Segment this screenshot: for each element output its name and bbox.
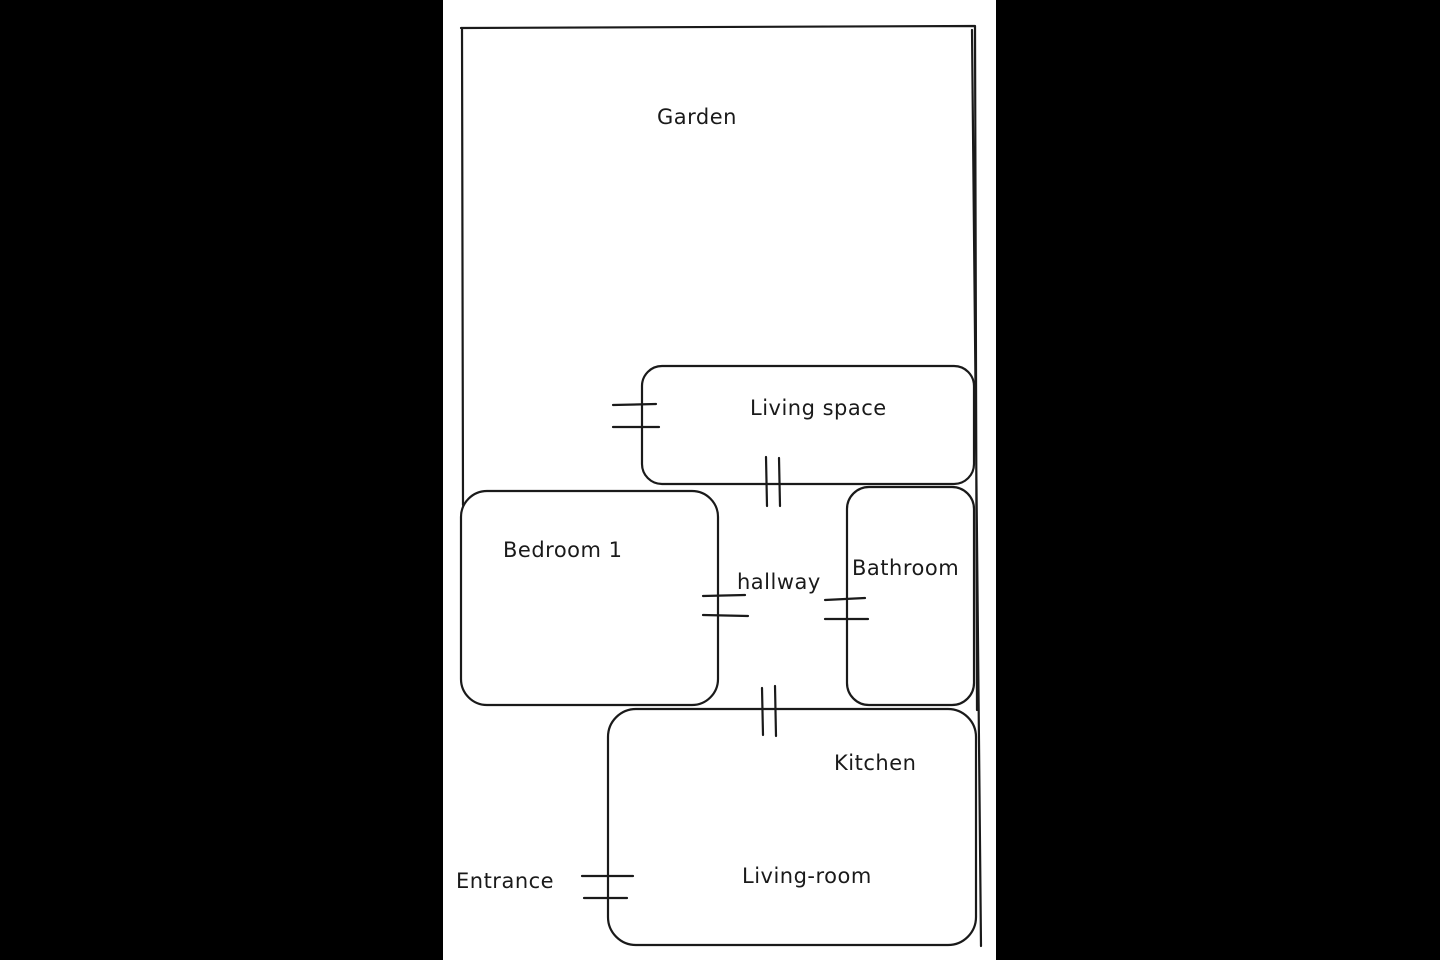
door-living-space-hallway xyxy=(764,455,782,508)
room-bathroom xyxy=(845,485,976,707)
room-kitchen-living-room xyxy=(606,707,978,947)
door-garden-living-space xyxy=(611,402,661,429)
door-hallway-kitchen xyxy=(760,684,778,738)
door-bedroom-hallway xyxy=(701,593,750,618)
door-bathroom-hallway xyxy=(823,596,870,621)
room-bedroom-1 xyxy=(459,489,720,707)
label-living-room: Living-room xyxy=(742,864,872,888)
drawing-canvas xyxy=(443,0,996,960)
label-garden: Garden xyxy=(657,105,737,129)
label-living-space: Living space xyxy=(750,396,887,420)
garden-boundary xyxy=(459,24,983,948)
label-bathroom: Bathroom xyxy=(852,556,959,580)
label-bedroom-1: Bedroom 1 xyxy=(503,538,623,562)
room-living-space xyxy=(640,364,976,486)
door-entrance xyxy=(580,874,635,900)
label-entrance: Entrance xyxy=(456,869,554,893)
label-kitchen: Kitchen xyxy=(834,751,916,775)
label-hallway: hallway xyxy=(737,570,821,594)
